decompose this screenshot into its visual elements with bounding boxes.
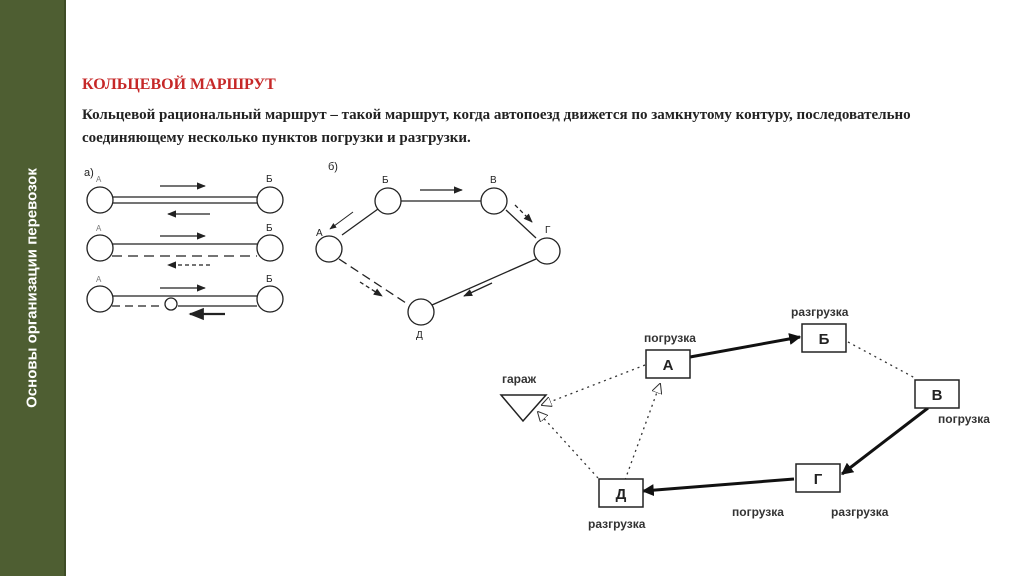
diagram-a: а) А Б А Б: [84, 167, 284, 321]
row-1-right-label: Б: [266, 174, 273, 185]
slide-description: Кольцевой рациональный маршрут – такой м…: [82, 107, 911, 146]
box-d: [598, 478, 644, 508]
sidebar: Основы организации перевозок: [0, 0, 66, 576]
node-a: [86, 186, 114, 214]
label-a-loading: погрузка: [644, 331, 696, 345]
label-g-unloading: разгрузка: [831, 505, 889, 519]
label-b-unloading: разгрузка: [791, 305, 849, 319]
box-a-label: А: [663, 357, 674, 374]
node-v: [480, 187, 508, 215]
row-2-left-label: А: [96, 224, 102, 233]
label-d-unloading: разгрузка: [588, 517, 646, 531]
box-b-label: Б: [819, 331, 830, 348]
box-g: [795, 463, 841, 493]
node-b: [256, 285, 284, 313]
diagram-c: гараж А Б В Г Д погрузка разгрузка погру…: [499, 305, 990, 531]
diagram-a-label: а): [84, 167, 94, 179]
box-v-label: В: [932, 387, 943, 404]
garage: гараж: [499, 372, 548, 423]
box-d-label: Д: [616, 486, 627, 503]
diagram-b-label: б): [328, 161, 338, 173]
node-g: [533, 237, 561, 265]
row-3-left-label: А: [96, 275, 102, 284]
label-g-loading: погрузка: [732, 505, 784, 519]
box-a: [645, 349, 691, 379]
node-a: [86, 234, 114, 262]
row-1-left-label: А: [96, 175, 102, 184]
node-v-label: В: [490, 175, 497, 186]
node-b: [256, 234, 284, 262]
node-a: [86, 285, 114, 313]
row-3-right-label: Б: [266, 274, 273, 285]
label-v-loading: погрузка: [938, 412, 990, 426]
garage-label: гараж: [502, 372, 537, 386]
box-v: [914, 379, 960, 409]
node-g-label: Г: [545, 225, 551, 236]
slide-title: КОЛЬЦЕВОЙ МАРШРУТ: [82, 76, 276, 93]
diagram-b: б) А Б В Г Д: [315, 161, 561, 341]
node-b-label: Б: [382, 175, 389, 186]
node-a-label: А: [316, 228, 323, 239]
box-b: [801, 323, 847, 353]
row-2-right-label: Б: [266, 223, 273, 234]
node-a: [315, 235, 343, 263]
node-d-label: Д: [416, 330, 423, 341]
box-g-label: Г: [814, 471, 823, 488]
diagram-a-row-1: А Б: [86, 174, 284, 218]
intermediate-node: [164, 297, 178, 311]
garage-triangle-icon: [499, 394, 548, 423]
node-b: [256, 186, 284, 214]
node-d: [407, 298, 435, 326]
node-b: [374, 187, 402, 215]
diagram-a-row-2: А Б: [86, 223, 284, 269]
diagram-a-row-3: А Б: [86, 274, 284, 321]
